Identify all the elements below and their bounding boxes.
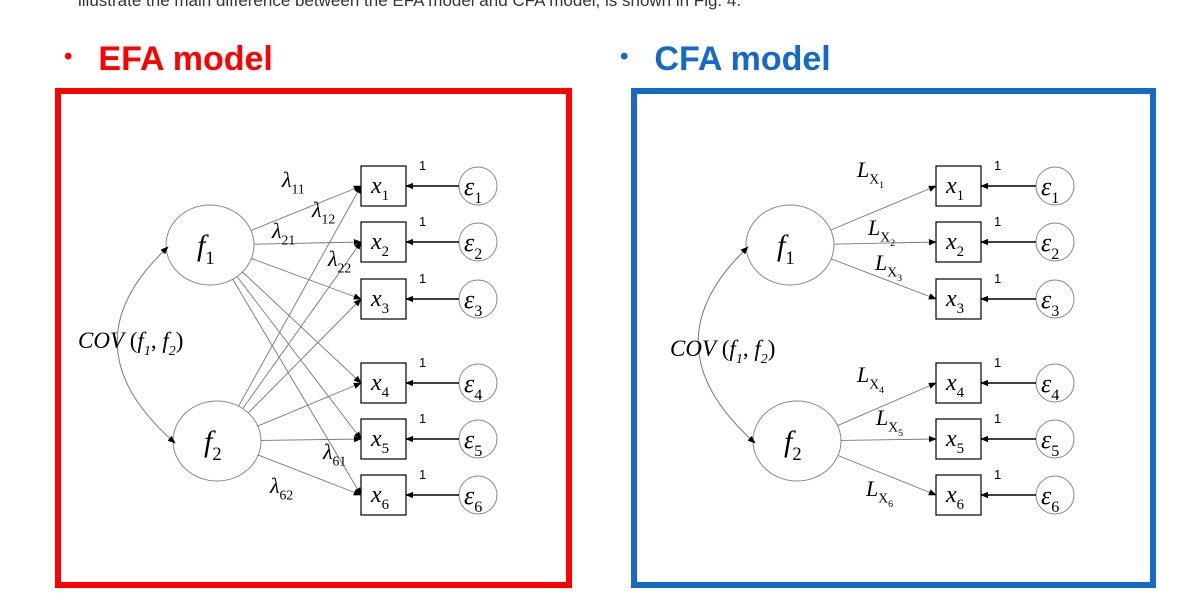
cfa-bullet: • — [620, 42, 629, 70]
cfa-observed-box-5 — [935, 418, 982, 460]
efa-loading-label-1: λ11 — [281, 167, 305, 197]
cfa-observed-box-1 — [935, 165, 982, 207]
cfa-observed-label-3: x3 — [945, 286, 964, 317]
efa-error-loading-3: 1 — [419, 271, 426, 286]
cfa-error-label-3: ε3 — [1041, 285, 1059, 320]
efa-error-loading-5: 1 — [419, 411, 426, 426]
cfa-panel — [631, 88, 1156, 588]
efa-loading-path-f1-x3 — [251, 258, 362, 300]
efa-loading-path-f1-x1 — [250, 185, 362, 231]
cfa-loading-label-1: LX1 — [856, 157, 884, 191]
efa-observed-label-3: x3 — [370, 286, 389, 317]
efa-heading: • EFA model — [64, 40, 273, 79]
cfa-error-loading-5: 1 — [994, 411, 1001, 426]
cfa-observed-label-5: x5 — [945, 426, 964, 457]
efa-loading-path-f1-x5 — [236, 276, 362, 440]
cfa-observed-label-2: x2 — [945, 229, 964, 260]
efa-bullet: • — [64, 42, 73, 70]
cfa-observed-label-6: x6 — [945, 482, 964, 513]
cfa-loading-label-5: LX5 — [875, 405, 903, 439]
cfa-factor-2 — [752, 400, 842, 482]
cfa-covariance-arc — [697, 246, 756, 444]
efa-factor-2 — [172, 400, 262, 482]
cfa-heading-label: CFA model — [654, 40, 831, 78]
cfa-loading-path-f2-x4 — [837, 382, 937, 427]
cfa-error-loading-6: 1 — [994, 467, 1001, 482]
cfa-error-label-4: ε4 — [1041, 369, 1059, 404]
cfa-error-loading-4: 1 — [994, 355, 1001, 370]
cfa-error-loading-1: 1 — [994, 158, 1001, 173]
cfa-loading-label-4: LX4 — [856, 362, 884, 396]
efa-covariance-arc — [116, 246, 176, 444]
cfa-loading-label-2: LX2 — [867, 215, 895, 249]
efa-loading-path-f2-x6 — [258, 454, 362, 496]
cfa-error-label-1: ε1 — [1041, 172, 1059, 207]
efa-loading-label-2: λ12 — [311, 197, 335, 227]
cfa-factor-1 — [745, 204, 835, 286]
cfa-error-loading-2: 1 — [994, 214, 1001, 229]
efa-covariance-label: COV (f1, f2) — [78, 328, 183, 359]
efa-loading-path-f2-x5 — [260, 435, 362, 443]
cfa-observed-box-4 — [935, 362, 982, 404]
cfa-error-loading-3: 1 — [994, 271, 1001, 286]
cfa-loading-label-3: LX3 — [874, 250, 902, 284]
cfa-error-label-5: ε5 — [1041, 425, 1059, 460]
cfa-covariance-label: COV (f1, f2) — [670, 336, 775, 367]
cfa-loading-path-f1-x1 — [830, 185, 937, 231]
efa-error-label-5: ε5 — [464, 425, 482, 460]
efa-loading-path-f1-x4 — [242, 271, 362, 384]
efa-loading-path-f2-x2 — [242, 241, 362, 409]
cfa-observed-label-1: x1 — [945, 173, 964, 204]
efa-heading-label: EFA model — [98, 40, 273, 78]
cfa-loading-path-f1-x2 — [833, 238, 937, 246]
efa-loading-label-3: λ21 — [271, 218, 295, 248]
efa-observed-box-5 — [360, 418, 407, 460]
efa-observed-label-4: x4 — [370, 370, 390, 401]
efa-observed-box-4 — [360, 362, 407, 404]
efa-error-label-6: ε6 — [464, 481, 482, 516]
cfa-error-label-2: ε2 — [1041, 228, 1059, 263]
cfa-error-label-6: ε6 — [1041, 481, 1059, 516]
efa-error-loading-4: 1 — [419, 355, 426, 370]
efa-loading-path-f1-x2 — [253, 238, 362, 246]
efa-loading-label-4: λ22 — [327, 246, 351, 276]
cfa-observed-label-4: x4 — [945, 370, 965, 401]
intro-text-fragment: illustrate the main difference between t… — [78, 0, 742, 10]
efa-error-label-1: ε1 — [464, 172, 482, 207]
efa-observed-label-2: x2 — [370, 229, 389, 260]
efa-observed-label-5: x5 — [370, 426, 389, 457]
efa-loading-label-6: λ62 — [269, 473, 293, 503]
efa-factor-1 — [165, 204, 255, 286]
efa-observed-label-6: x6 — [370, 482, 389, 513]
efa-loading-path-f1-x6 — [232, 279, 362, 496]
efa-observed-box-1 — [360, 165, 407, 207]
efa-error-loading-1: 1 — [419, 158, 426, 173]
efa-panel — [55, 88, 572, 588]
cfa-loading-path-f2-x5 — [840, 435, 937, 443]
cfa-observed-box-3 — [935, 278, 982, 320]
cfa-loading-path-f1-x3 — [831, 258, 937, 300]
efa-error-loading-2: 1 — [419, 214, 426, 229]
cfa-loading-label-6: LX6 — [865, 476, 893, 510]
efa-loading-path-f2-x3 — [248, 298, 362, 414]
efa-observed-label-1: x1 — [370, 173, 389, 204]
efa-loading-path-f2-x1 — [238, 185, 362, 407]
cfa-loading-path-f2-x6 — [837, 455, 937, 496]
efa-error-label-2: ε2 — [464, 228, 482, 263]
efa-error-label-4: ε4 — [464, 369, 482, 404]
efa-loading-path-f2-x4 — [257, 382, 362, 427]
efa-error-label-3: ε3 — [464, 285, 482, 320]
cfa-observed-box-2 — [935, 221, 982, 263]
cfa-heading: • CFA model — [620, 40, 831, 79]
efa-observed-box-2 — [360, 221, 407, 263]
efa-error-loading-6: 1 — [419, 467, 426, 482]
efa-loading-label-5: λ61 — [322, 439, 346, 469]
